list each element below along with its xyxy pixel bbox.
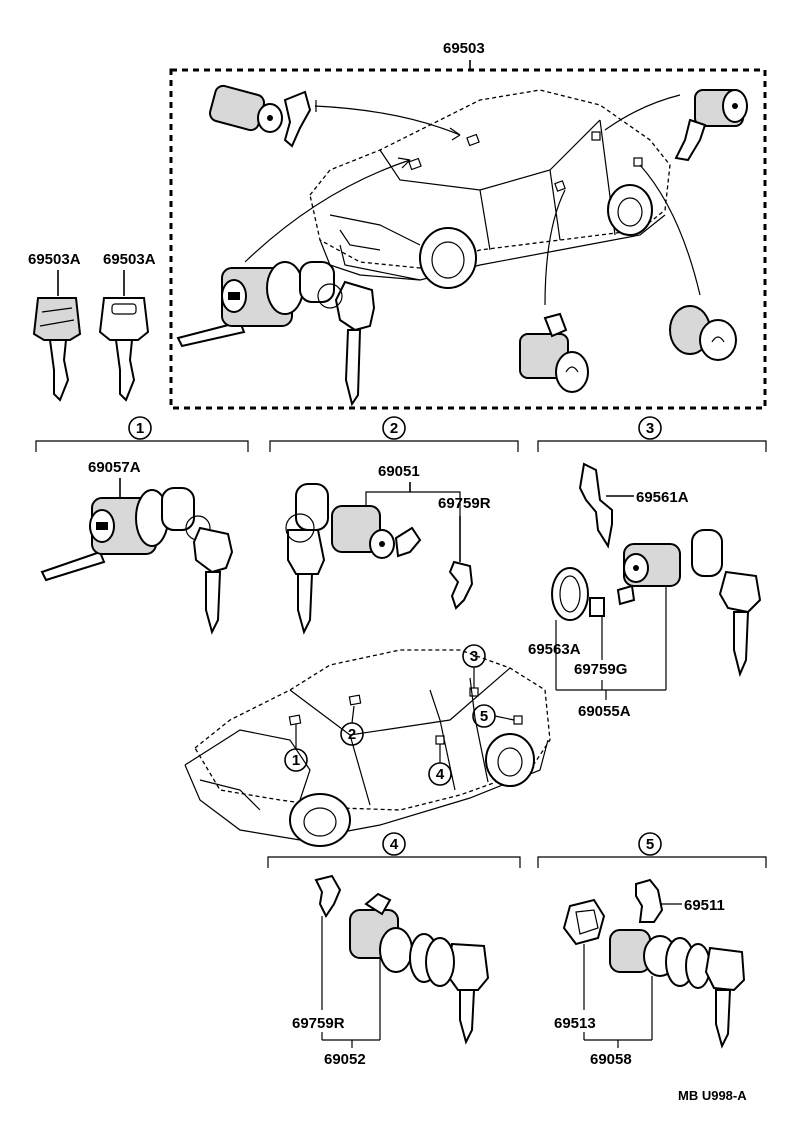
leader-arrow-rear-door xyxy=(604,94,681,131)
trunk-lock-cylinder-icon xyxy=(669,305,737,361)
key-head-icon-2 xyxy=(295,483,329,531)
group-marker-1 xyxy=(128,416,152,440)
keys-69503A: 69503A 69503A xyxy=(28,251,156,402)
top-set-69503: 69503 xyxy=(169,40,767,410)
part-label-69513: 69513 xyxy=(554,1015,596,1032)
part-label-69503: 69503 xyxy=(443,40,485,57)
hood-lock-cylinder-icon xyxy=(208,84,312,148)
group-5-trunk-lock: 69511 69513 69058 xyxy=(554,878,746,1068)
part-label-69563A: 69563A xyxy=(528,641,581,658)
master-key-icon xyxy=(32,297,82,402)
car-callout-number-4: 4 xyxy=(436,766,445,783)
hood-key-icon xyxy=(287,529,326,635)
group-bracket-3 xyxy=(537,440,767,452)
ring-icon-69513 xyxy=(562,898,606,946)
leader-arrow-front-door xyxy=(544,189,566,306)
part-label-69058: 69058 xyxy=(590,1051,632,1068)
key-pair-in-set-icon xyxy=(299,261,376,407)
group-number-1: 1 xyxy=(136,420,144,437)
lever-icon-69759G xyxy=(589,597,605,617)
group-bracket-4 xyxy=(267,856,521,868)
group-marker-4 xyxy=(382,832,406,856)
group-marker-5 xyxy=(638,832,662,856)
part-label-69759R-group4: 69759R xyxy=(292,1015,345,1032)
door-lock-cylinder-icon xyxy=(349,892,439,983)
front-door-lock-cylinder-icon xyxy=(519,312,589,393)
part-label-69759G: 69759G xyxy=(574,661,627,678)
part-label-69511: 69511 xyxy=(684,897,725,914)
part-label-69759R-group2: 69759R xyxy=(438,495,491,512)
group-bracket-2 xyxy=(269,440,519,452)
group-3-rear-lock: 69561A 69563A 69759G 69055A xyxy=(528,462,762,720)
ignition-lock-cylinder-icon xyxy=(176,261,304,348)
group-marker-3 xyxy=(638,416,662,440)
lever-icon-69759R-group4 xyxy=(314,874,342,918)
group-number-5: 5 xyxy=(646,836,654,853)
group-bracket-5 xyxy=(537,856,767,868)
car-callout-number-5: 5 xyxy=(480,708,488,725)
hood-lock-cylinder-icon-2 xyxy=(331,505,422,559)
group-number-2: 2 xyxy=(390,420,398,437)
part-label-69055A: 69055A xyxy=(578,703,631,720)
car-callout-number-3: 3 xyxy=(470,648,478,665)
diagram-reference-code: MB U998-A xyxy=(678,1088,747,1103)
key-head-icon xyxy=(161,487,195,531)
group-marker-2 xyxy=(382,416,406,440)
set-boundary-frame xyxy=(169,68,767,410)
group-number-3: 3 xyxy=(646,420,654,437)
group-4-door-lock: 69759R 69052 xyxy=(292,874,490,1068)
trunk-key-icon xyxy=(704,946,746,1049)
lever-icon-69759R xyxy=(448,560,474,610)
door-key-icon xyxy=(446,942,490,1045)
group-number-4: 4 xyxy=(390,836,399,853)
part-label-69057A: 69057A xyxy=(88,459,141,476)
car-illustration-top xyxy=(309,89,671,289)
part-label-69503A-right: 69503A xyxy=(103,251,156,268)
leader-arrow-hood xyxy=(314,105,461,136)
part-label-69503A-left: 69503A xyxy=(28,251,81,268)
ignition-rod-icon xyxy=(40,550,106,582)
leader-arrow-trunk xyxy=(639,164,701,296)
group-bracket-1 xyxy=(35,440,249,452)
ignition-key-icon xyxy=(192,526,234,635)
group-headers: 1 2 3 4 5 xyxy=(35,416,767,868)
key-head-icon-3 xyxy=(691,529,723,577)
car-callout-number-2: 2 xyxy=(348,726,356,743)
car-callout-number-1: 1 xyxy=(292,752,300,769)
part-label-69561A: 69561A xyxy=(636,489,689,506)
ring-icon-69563A xyxy=(551,567,589,621)
car-location-illustration: 1 2 3 4 5 xyxy=(184,644,551,847)
rear-key-icon xyxy=(718,570,762,678)
sub-key-icon xyxy=(98,297,150,402)
retainer-clip-icon xyxy=(578,462,613,549)
part-label-69052: 69052 xyxy=(324,1051,366,1068)
part-label-69051: 69051 xyxy=(378,463,420,480)
leader-arrow-ignition xyxy=(244,159,411,263)
group-2-hood-lock: 69051 69759R xyxy=(285,463,491,635)
rear-lock-cylinder-icon xyxy=(616,543,681,606)
group-1-ignition-lock: 69057A xyxy=(40,459,234,635)
retainer-clip-icon-69511 xyxy=(635,878,664,923)
rear-door-lock-cylinder-icon xyxy=(674,89,748,162)
